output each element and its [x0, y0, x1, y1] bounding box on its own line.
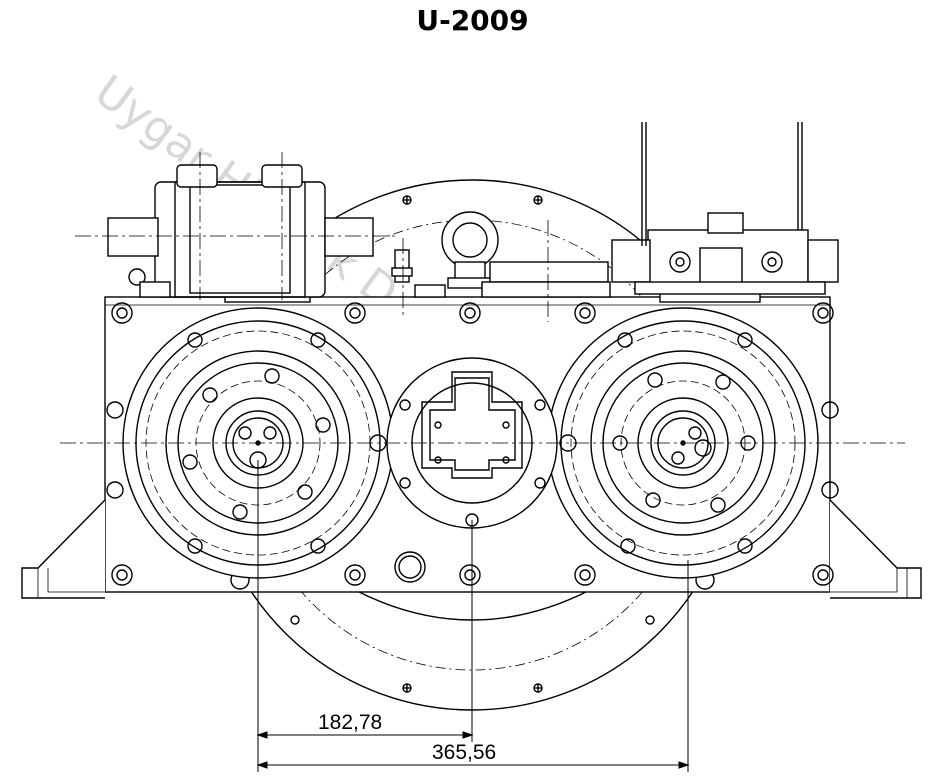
right-mount-foot: [829, 499, 922, 599]
center-lines: [60, 152, 905, 444]
left-mount-foot: [21, 499, 106, 599]
drawing-lines: [21, 122, 922, 772]
drain-plug: [394, 551, 426, 583]
breather: [394, 249, 410, 283]
top-center-plate: [489, 261, 609, 283]
dimension-label-182: 182,78: [318, 711, 382, 734]
dimension-label-365: 365,56: [432, 741, 496, 764]
control-valve-right: [611, 122, 839, 295]
valve-assembly-left: [107, 164, 374, 298]
lifting-eye: [441, 211, 499, 289]
housing-bolts: [106, 302, 839, 590]
rear-flange-bolts: [290, 195, 655, 693]
dimension-lines: [256, 460, 690, 772]
drawing-title: U-2009: [416, 4, 529, 37]
